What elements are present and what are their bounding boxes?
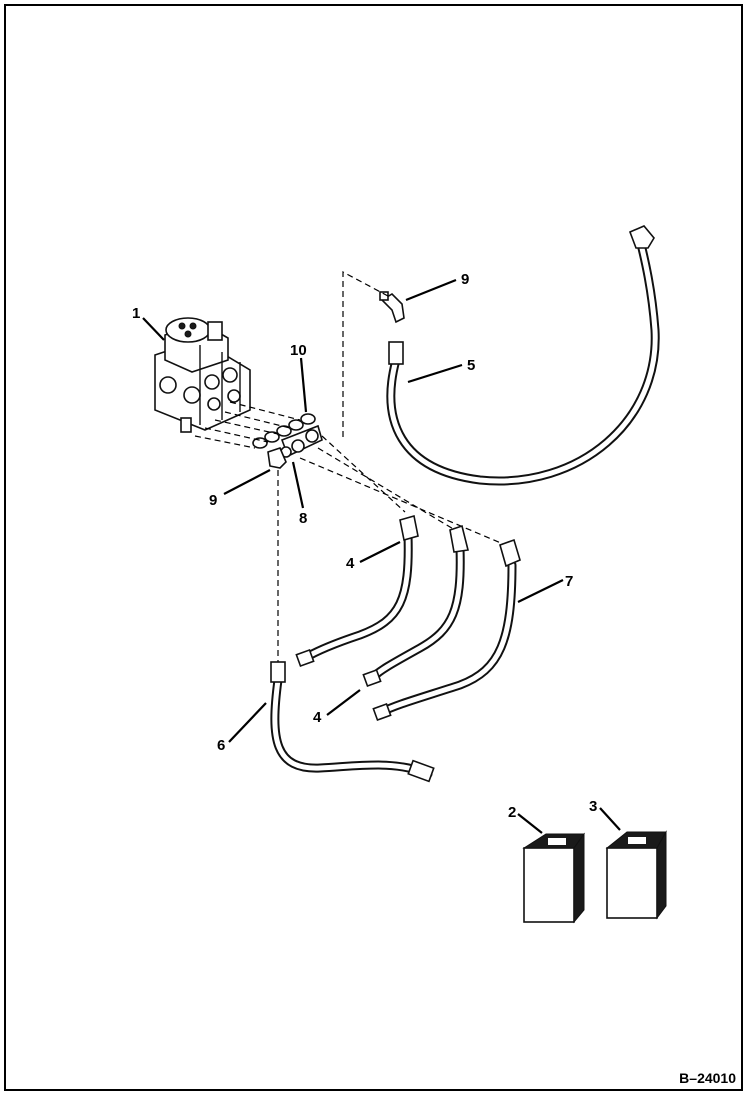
box-item-2 [522,832,585,924]
hose-7 [372,538,521,722]
callout-10: 10 [290,342,307,359]
callout-4-lower: 4 [313,709,322,726]
callout-4-upper: 4 [346,555,355,572]
box-item-3 [605,830,667,920]
elbow-fitting-upper [379,291,405,324]
drawing-frame [4,4,743,1091]
callout-6: 6 [217,737,225,754]
callout-8: 8 [299,510,307,527]
adapters [280,424,323,458]
callout-1: 1 [132,305,140,322]
callout-9-lower: 9 [209,492,217,509]
control-valve [154,317,251,433]
callout-2: 2 [508,804,516,821]
callout-9-upper: 9 [461,271,469,288]
hose-5 [386,225,660,486]
callout-5: 5 [467,357,475,374]
callout-3: 3 [589,798,597,815]
leader-lines [142,278,621,834]
hose-6 [270,661,435,783]
hose-4-first [295,514,419,668]
figure-id: B–24010 [679,1070,736,1086]
callout-7: 7 [565,573,573,590]
elbow-fitting-lower [267,447,287,469]
assembly-lines [194,271,509,665]
o-rings [252,413,316,449]
hose-4-second [362,524,469,688]
